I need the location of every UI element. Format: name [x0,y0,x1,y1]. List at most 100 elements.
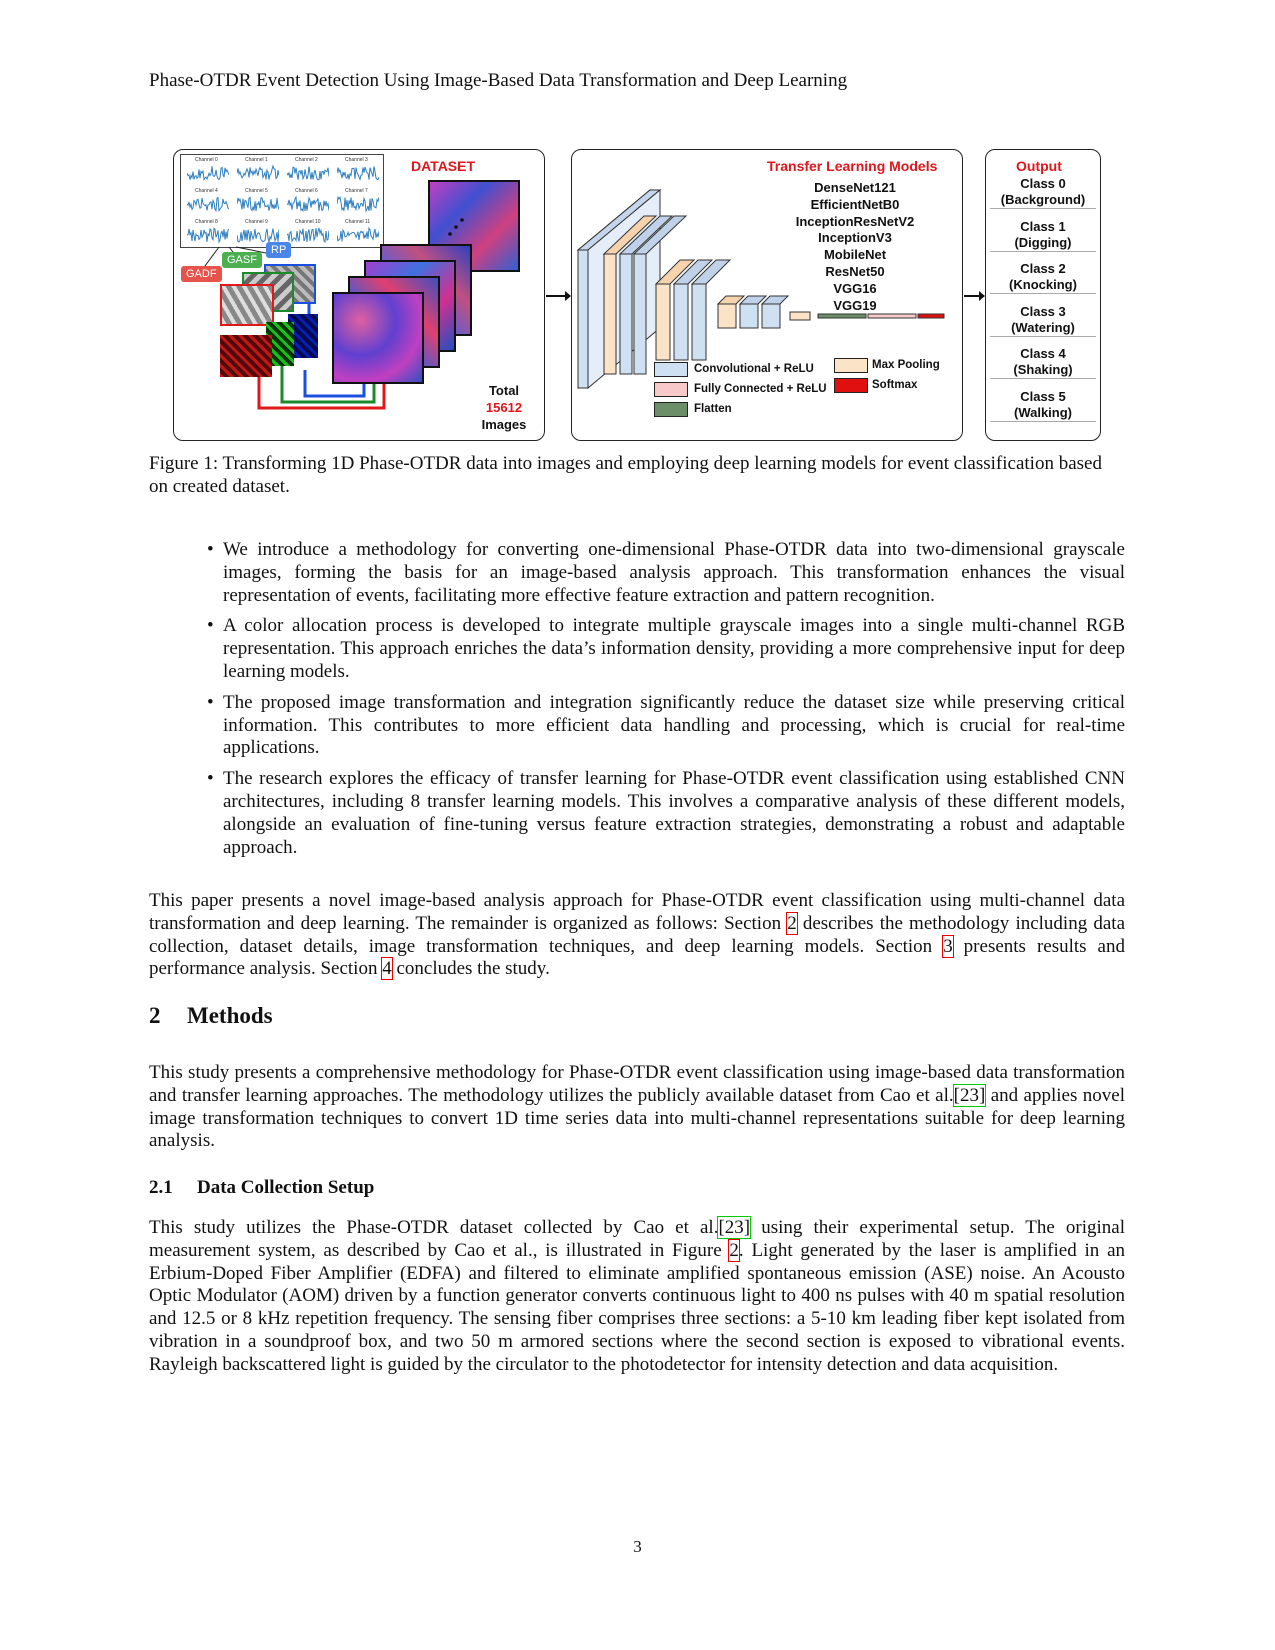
section-ref-link[interactable]: 3 [942,934,954,958]
legend-fc-swatch [654,382,688,397]
bullet: • [207,615,214,637]
gadf-image [220,284,274,326]
text: concludes the study. [391,958,550,980]
output-panel: Output Class 0(Background) Class 1(Diggin… [985,149,1101,441]
section-title: Methods [187,1003,273,1028]
bullet-text: The research explores the efficacy of tr… [223,768,1125,858]
class-label: Class 1 [1020,218,1066,234]
output-class: Class 0(Background) [990,176,1096,209]
bullet-text: The proposed image transformation and in… [223,691,1125,759]
text: describes the methodology including data… [149,912,1125,957]
output-class: Class 3(Watering) [990,304,1096,337]
contributions-list: • We introduce a methodology for converti… [199,539,1125,867]
arrows [546,291,985,301]
total-value: 15612 [485,400,523,415]
section-heading: 2 Methods [149,1003,273,1029]
setup-paragraph: This study utilizes the Phase-OTDR datas… [149,1216,1125,1377]
class-description: (Knocking) [1009,277,1077,292]
subsection-number: 2.1 [149,1177,173,1198]
intro-paragraph: This paper presents a novel image-based … [149,890,1125,981]
legend-pool: Max Pooling [872,359,940,371]
text: presents results and performance analysi… [149,935,1125,980]
text: . Light generated by the laser is amplif… [149,1239,1125,1375]
channel-signal [237,228,279,243]
dataset-title: DATASET [411,158,476,174]
channel-label: Channel 7 [345,188,368,194]
page-number: 3 [633,1537,642,1556]
total-images: Total 15612 Images [464,382,544,433]
subsection-title: Data Collection Setup [197,1177,375,1198]
class-label: Class 2 [1020,261,1066,276]
channel-label: Channel 4 [195,188,218,194]
class-label: Class 0 [1020,176,1066,191]
channel-signal [237,196,279,212]
class-label: Class 5 [1020,388,1066,404]
legend-fc: Fully Connected + ReLU [694,383,827,395]
section-ref-link[interactable]: 2 [786,911,798,935]
model-name: MobileNet [823,247,887,263]
output-class: Class 5(Walking) [990,389,1096,422]
figure-caption: Figure 1: Transforming 1D Phase-OTDR dat… [149,453,1102,497]
output-class: Class 2(Knocking) [990,261,1096,294]
channel-label: Channel 8 [195,219,218,225]
channel-signal [187,166,229,181]
model-name: EfficientNetB0 [810,196,900,212]
channel-signal [287,227,329,244]
bullet: • [207,768,214,790]
list-item: • A color allocation process is developed… [199,615,1125,683]
bullet: • [207,691,214,713]
list-item: • The proposed image transformation and i… [199,692,1125,760]
citation-link[interactable]: [23] [717,1216,752,1239]
bullet-text: We introduce a methodology for convertin… [223,539,1125,606]
channel-label: Channel 3 [345,157,368,163]
bullet: • [207,539,214,560]
rgb-image-stack-1 [332,292,424,384]
channel-label: Channel 11 [345,219,371,225]
class-description: (Walking) [1013,404,1072,420]
output-title: Output [1016,158,1062,174]
model-name: VGG19 [833,297,877,313]
model-name: DenseNet121 [814,180,896,195]
legend-flatten-swatch [654,402,688,417]
subsection-heading: 2.1 Data Collection Setup [149,1177,374,1199]
methods-paragraph: This study presents a comprehensive meth… [149,1062,1125,1153]
list-item: • We introduce a methodology for converti… [199,539,1125,607]
citation-link[interactable]: [23] [952,1083,987,1107]
red-channel-image [220,335,272,377]
ellipsis-dots [448,218,464,236]
legend-conv-swatch [654,362,688,377]
channel-signal [187,196,229,213]
section-number: 2 [149,1003,161,1028]
running-head: Phase-OTDR Event Detection Using Image-B… [149,70,848,91]
channel-signal [337,166,379,181]
figure-ref-link[interactable]: 2 [728,1238,740,1262]
channel-signal [337,226,379,242]
channel-label: Channel 6 [295,188,318,194]
text: using their experimental setup. The orig… [149,1217,1125,1261]
legend-softmax: Softmax [872,379,918,391]
text: and applies novel image transformation t… [149,1084,1125,1152]
legend-softmax-swatch [834,378,868,393]
channel-label: Channel 9 [245,219,268,225]
class-description: (Background) [1000,192,1086,207]
channel-signal [287,166,329,181]
legend-conv: Convolutional + ReLU [694,363,814,375]
models-panel: Transfer Learning Models [571,149,963,441]
bullet-text: A color allocation process is developed … [223,615,1125,682]
text: This paper presents a novel image-based … [149,890,1125,934]
models-title: Transfer Learning Models [767,158,938,174]
section-ref-link[interactable]: 4 [381,957,393,981]
gadf-tag: GADF [181,266,222,282]
channel-signal [287,195,329,213]
images-label: Images [481,417,527,432]
text: This study presents a comprehensive meth… [149,1062,1125,1106]
channel-label: Channel 5 [245,188,268,194]
channel-label: Channel 2 [295,157,318,163]
output-class: Class 1(Digging) [990,219,1096,252]
class-label: Class 4 [1020,346,1066,361]
channel-signal [337,195,379,213]
